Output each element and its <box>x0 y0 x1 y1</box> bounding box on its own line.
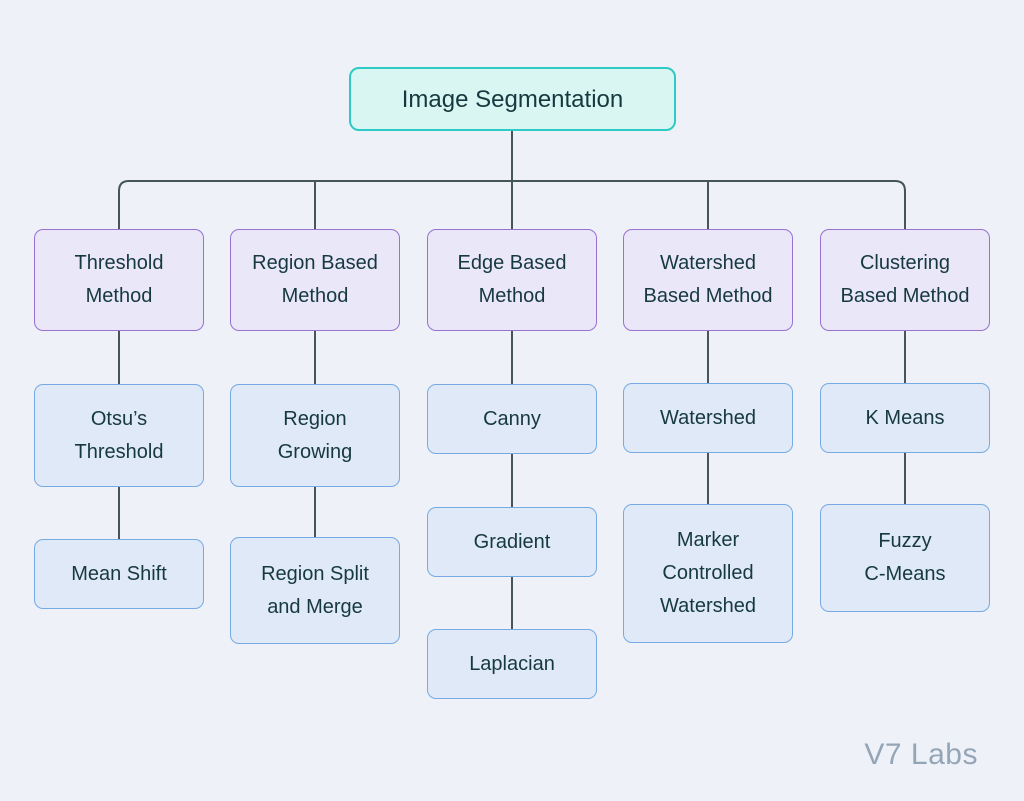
node-label: Watershed Based Method <box>643 252 773 307</box>
node-label: Threshold Method <box>74 252 164 307</box>
node-region-based-method[interactable]: Region Based Method <box>230 229 400 331</box>
v7-labs-watermark: V7 Labs <box>864 738 978 771</box>
connector-bus <box>118 180 906 229</box>
node-otsus-threshold[interactable]: Otsu’s Threshold <box>34 384 204 487</box>
node-label: Image Segmentation <box>401 85 624 113</box>
node-watershed-based-method[interactable]: Watershed Based Method <box>623 229 793 331</box>
node-label: Marker Controlled Watershed <box>660 529 756 617</box>
node-label: Region Split and Merge <box>261 562 369 618</box>
node-label: Laplacian <box>469 652 555 675</box>
node-threshold-method[interactable]: Threshold Method <box>34 229 204 331</box>
node-gradient[interactable]: Gradient <box>427 507 597 577</box>
node-label: K Means <box>865 406 945 429</box>
node-marker-controlled-watershed[interactable]: Marker Controlled Watershed <box>623 504 793 643</box>
node-k-means[interactable]: K Means <box>820 383 990 453</box>
node-mean-shift[interactable]: Mean Shift <box>34 539 204 609</box>
node-image-segmentation[interactable]: Image Segmentation <box>349 67 676 131</box>
node-label: Region Based Method <box>252 252 378 307</box>
node-label: Region Growing <box>277 407 353 463</box>
node-label: Mean Shift <box>71 562 167 585</box>
node-label: Fuzzy C-Means <box>864 530 946 585</box>
node-laplacian[interactable]: Laplacian <box>427 629 597 699</box>
node-label: Clustering Based Method <box>840 252 970 307</box>
node-clustering-based-method[interactable]: Clustering Based Method <box>820 229 990 331</box>
node-region-growing[interactable]: Region Growing <box>230 384 400 487</box>
node-edge-based-method[interactable]: Edge Based Method <box>427 229 597 331</box>
node-watershed[interactable]: Watershed <box>623 383 793 453</box>
node-label: Gradient <box>473 530 551 553</box>
node-label: Watershed <box>660 406 756 429</box>
node-fuzzy-c-means[interactable]: Fuzzy C-Means <box>820 504 990 612</box>
node-label: Otsu’s Threshold <box>74 407 164 463</box>
node-canny[interactable]: Canny <box>427 384 597 454</box>
node-label: Canny <box>483 407 541 430</box>
node-region-split-and-merge[interactable]: Region Split and Merge <box>230 537 400 644</box>
node-label: Edge Based Method <box>457 252 567 307</box>
